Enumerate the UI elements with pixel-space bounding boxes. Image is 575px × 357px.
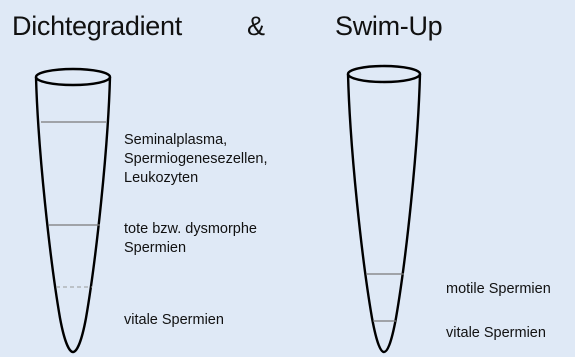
left-tube bbox=[36, 69, 110, 352]
label-line: tote bzw. dysmorphe bbox=[124, 220, 257, 239]
label-vitale-spermien-left: vitale Spermien bbox=[124, 311, 224, 330]
label-line: vitale Spermien bbox=[446, 324, 546, 343]
label-line: Leukozyten bbox=[124, 169, 267, 188]
label-motile-spermien: motile Spermien bbox=[446, 280, 551, 299]
title-ampersand: & bbox=[247, 10, 265, 42]
right-tube-opening bbox=[348, 66, 420, 82]
title-swim-up: Swim-Up bbox=[335, 10, 442, 42]
title-dichtegradient: Dichtegradient bbox=[12, 10, 182, 42]
label-tote-spermien-layer: tote bzw. dysmorphe Spermien bbox=[124, 220, 257, 258]
right-tube bbox=[348, 66, 420, 352]
label-line: motile Spermien bbox=[446, 280, 551, 299]
label-seminalplasma-layer: Seminalplasma, Spermiogenesezellen, Leuk… bbox=[124, 131, 267, 188]
label-vitale-spermien-right: vitale Spermien bbox=[446, 324, 546, 343]
label-line: Spermien bbox=[124, 239, 257, 258]
label-line: vitale Spermien bbox=[124, 311, 224, 330]
left-tube-body bbox=[36, 77, 110, 352]
label-line: Seminalplasma, bbox=[124, 131, 267, 150]
right-tube-body bbox=[348, 74, 420, 352]
left-tube-opening bbox=[36, 69, 110, 85]
label-line: Spermiogenesezellen, bbox=[124, 150, 267, 169]
